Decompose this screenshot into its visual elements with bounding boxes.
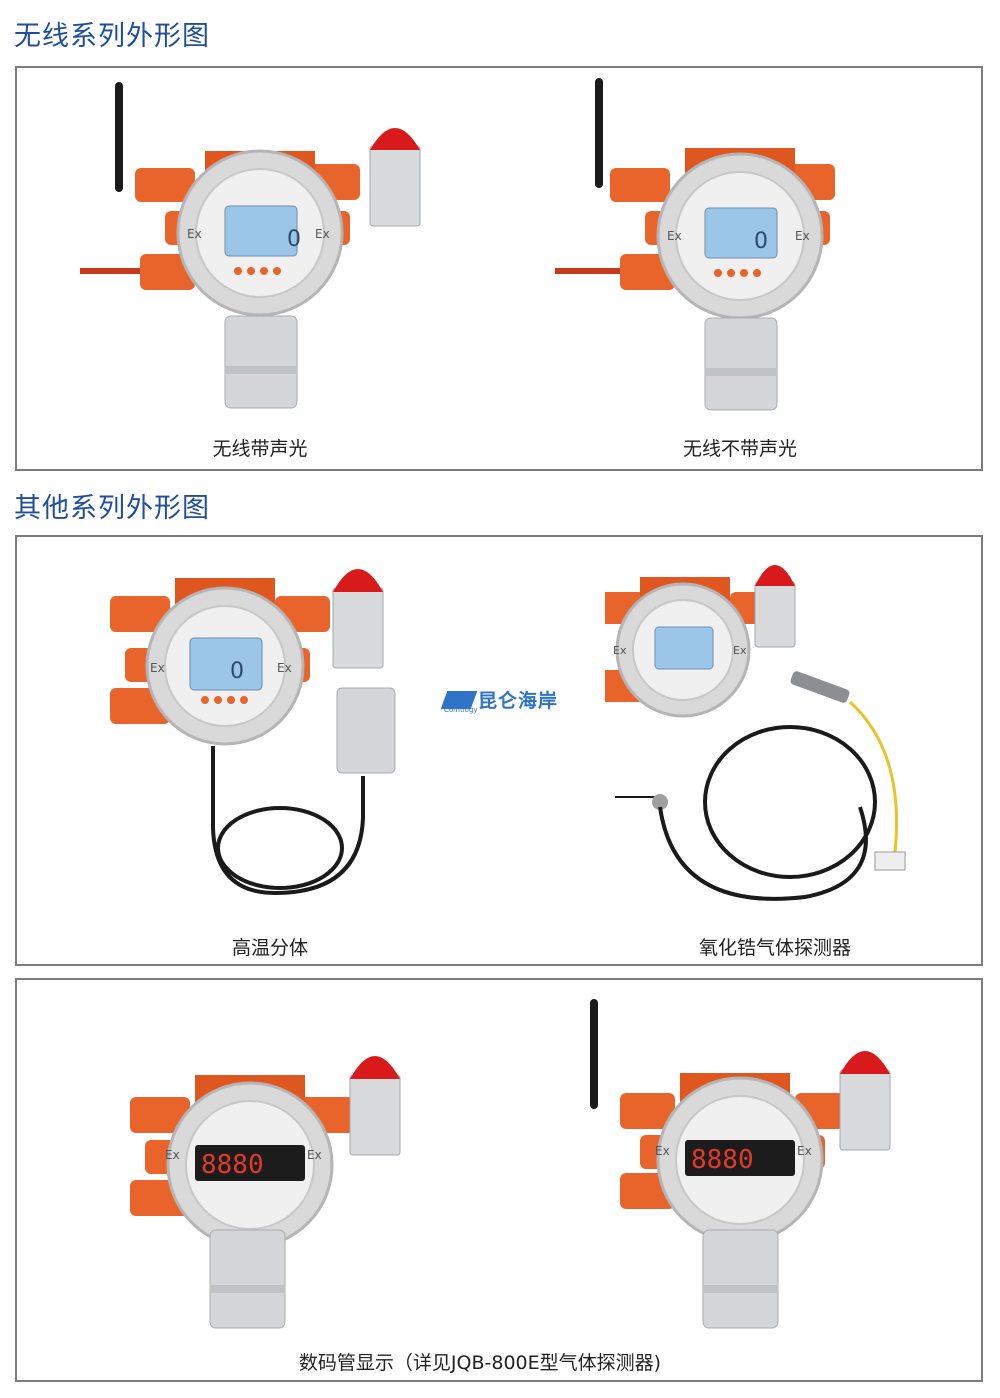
digital-tube-detector: 8880 Ex Ex [125, 1035, 415, 1335]
ex-mark-left: Ex [150, 661, 165, 675]
ex-mark-right: Ex [277, 661, 292, 675]
high-temp-split-detector: 0 Ex Ex [105, 548, 405, 908]
ex-mark-right: Ex [315, 227, 330, 241]
ex-mark-left: Ex [165, 1148, 180, 1162]
brand-watermark: 昆仑海岸 Comtlogy [440, 686, 559, 714]
brand-sub: Comtlogy [444, 706, 478, 714]
lcd-reading: 0 [230, 659, 244, 684]
digital-tube-wireless-detector: 8880 Ex Ex [585, 995, 905, 1335]
ex-mark-right: Ex [307, 1148, 322, 1162]
lcd-reading: 0 [287, 227, 301, 252]
ex-mark-left: Ex [613, 644, 627, 657]
ex-mark-left: Ex [187, 227, 202, 241]
ex-mark-right: Ex [795, 229, 810, 243]
caption-wireless-without-alarm: 无线不带声光 [682, 438, 797, 460]
caption-wireless-with-alarm: 无线带声光 [212, 438, 308, 460]
section-title-other: 其他系列外形图 [14, 493, 210, 524]
ex-mark-right: Ex [797, 1144, 812, 1158]
ex-mark-left: Ex [667, 229, 682, 243]
brand-name: 昆仑海岸 [478, 690, 559, 712]
ex-mark-right: Ex [733, 644, 747, 657]
lcd-reading: 0 [754, 229, 768, 254]
led-reading: 8880 [691, 1145, 754, 1175]
ex-mark-left: Ex [655, 1144, 670, 1158]
wireless-with-alarm-detector: 0 Ex Ex [75, 76, 435, 416]
section-title-wireless: 无线系列外形图 [14, 21, 210, 52]
wireless-without-alarm-detector: 0 Ex Ex [555, 76, 855, 416]
caption-zirconia-detector: 氧化锆气体探测器 [698, 937, 851, 959]
caption-high-temp-split: 高温分体 [231, 937, 308, 959]
caption-digital-tube: 数码管显示（详见JQB-800E型气体探测器) [298, 1352, 662, 1374]
zirconia-detector: Ex Ex [605, 552, 935, 917]
led-reading: 8880 [201, 1150, 264, 1180]
